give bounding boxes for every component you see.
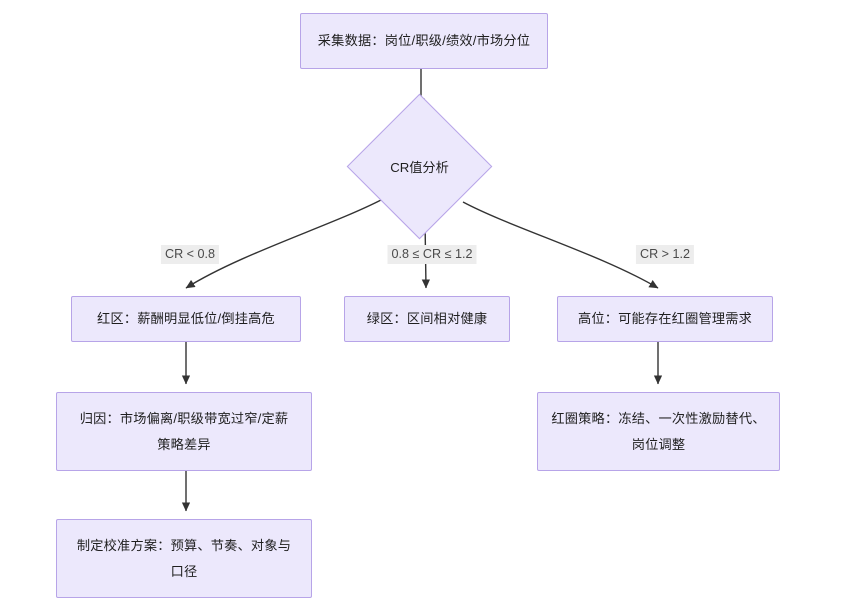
- edge-label-cr-high: CR > 1.2: [635, 245, 695, 264]
- node-cr-analysis[interactable]: CR值分析: [346, 93, 493, 240]
- node-cause-analysis[interactable]: 归因：市场偏离/职级带宽过窄/定薪 策略差异: [56, 392, 312, 471]
- node-redcircle-strategy[interactable]: 红圈策略：冻结、一次性激励替代、 岗位调整: [537, 392, 780, 471]
- node-cause-analysis-label: 归因：市场偏离/职级带宽过窄/定薪 策略差异: [79, 410, 289, 452]
- node-calibration-plan-label: 制定校准方案：预算、节奏、对象与 口径: [76, 537, 292, 579]
- node-collect-data[interactable]: 采集数据：岗位/职级/绩效/市场分位: [300, 13, 548, 69]
- node-red-zone-label: 红区：薪酬明显低位/倒挂高危: [97, 311, 275, 326]
- edge-label-cr-mid: 0.8 ≤ CR ≤ 1.2: [387, 245, 477, 264]
- edge-label-cr-low: CR < 0.8: [160, 245, 220, 264]
- node-redcircle-strategy-label: 红圈策略：冻结、一次性激励替代、 岗位调整: [551, 410, 766, 452]
- node-green-zone-label: 绿区：区间相对健康: [366, 311, 488, 326]
- node-red-zone[interactable]: 红区：薪酬明显低位/倒挂高危: [71, 296, 301, 342]
- diamond-shape: [346, 93, 493, 240]
- node-calibration-plan[interactable]: 制定校准方案：预算、节奏、对象与 口径: [56, 519, 312, 598]
- node-collect-data-label: 采集数据：岗位/职级/绩效/市场分位: [317, 33, 531, 48]
- node-high-zone-label: 高位：可能存在红圈管理需求: [577, 311, 753, 326]
- edge-decision-to-high-zone: [462, 201, 659, 289]
- edge-decision-to-red-zone: [185, 199, 382, 289]
- node-high-zone[interactable]: 高位：可能存在红圈管理需求: [557, 296, 773, 342]
- node-green-zone[interactable]: 绿区：区间相对健康: [344, 296, 510, 342]
